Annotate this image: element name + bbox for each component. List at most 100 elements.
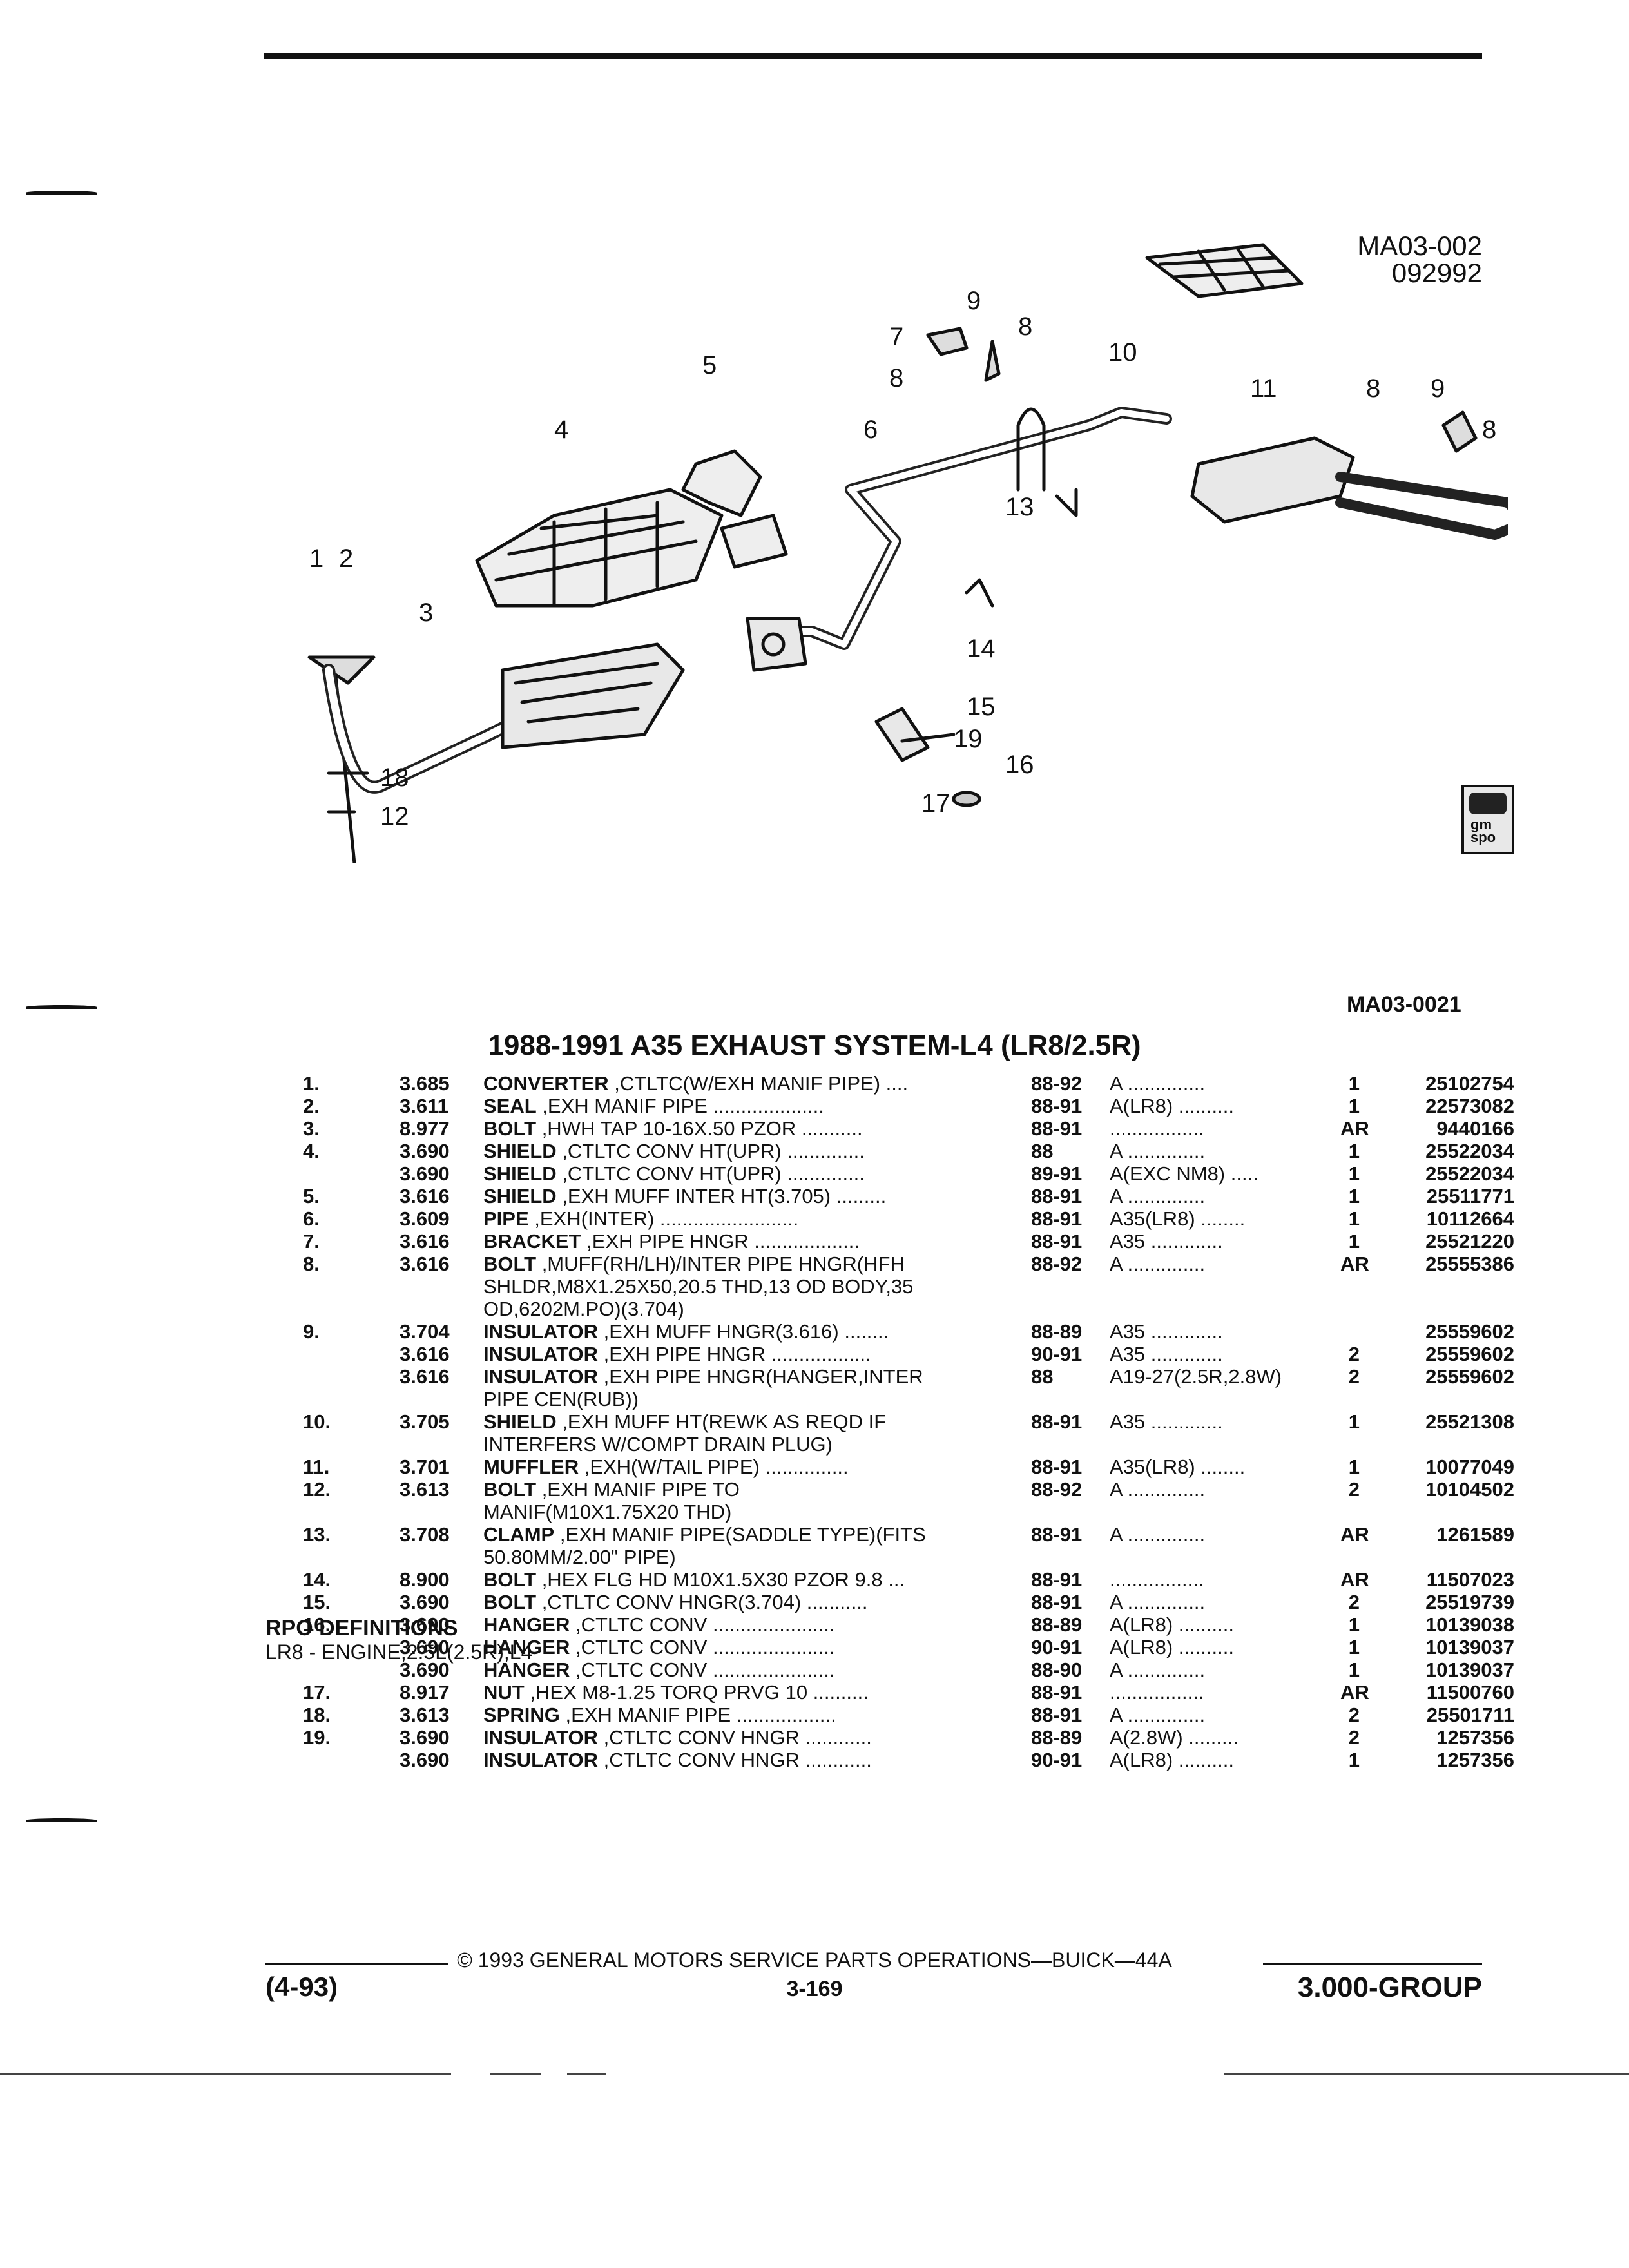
part-detail: ,EXH(W/TAIL PIPE) ...............: [579, 1456, 849, 1478]
part-number: 10139037: [1425, 1658, 1514, 1681]
quantity: 1: [1348, 1095, 1360, 1117]
part-detail: ,EXH MANIF PIPE(SADDLE TYPE)(FITS: [554, 1523, 926, 1546]
section-number: 3.690: [400, 1726, 450, 1749]
part-description: BOLT ,CTLTC CONV HNGR(3.704) ...........: [483, 1591, 868, 1613]
part-number: 25559602: [1425, 1343, 1514, 1365]
part-number: 10139038: [1425, 1613, 1514, 1636]
table-row: MANIF(M10X1.75X20 THD): [296, 1501, 1521, 1523]
application: A35(LR8) ........: [1110, 1207, 1246, 1230]
model-years: 88-91: [1031, 1117, 1083, 1140]
application: A ..............: [1110, 1658, 1206, 1681]
diagram-ref-code: MA03-002: [1357, 231, 1482, 261]
item-number: 18.: [303, 1704, 331, 1726]
bottom-dash: [1224, 2073, 1629, 2075]
part-number: 1257356: [1436, 1726, 1514, 1749]
part-name: HANGER: [483, 1658, 570, 1681]
item-number: 11.: [303, 1456, 330, 1478]
part-detail: ,EXH MUFF HNGR(3.616) ........: [597, 1320, 889, 1343]
section-number: 3.616: [400, 1365, 450, 1388]
section-number: 3.690: [400, 1613, 450, 1636]
part-detail: SHLDR,M8X1.25X50,20.5 THD,13 OD BODY,35: [483, 1275, 914, 1298]
callout-8: 8: [889, 364, 903, 392]
part-number: 10104502: [1425, 1478, 1514, 1501]
quantity: 2: [1348, 1365, 1360, 1388]
application: A ..............: [1110, 1591, 1206, 1613]
quantity: 2: [1348, 1343, 1360, 1365]
copyright-text: © 1993 GENERAL MOTORS SERVICE PARTS OPER…: [448, 1948, 1181, 1972]
section-number: 3.613: [400, 1478, 450, 1501]
section-number: 3.609: [400, 1207, 450, 1230]
section-number: 3.616: [400, 1343, 450, 1365]
part-name: SPRING: [483, 1704, 560, 1726]
quantity: 1: [1348, 1207, 1360, 1230]
item-number: 16.: [303, 1613, 331, 1636]
application: A(2.8W) .........: [1110, 1726, 1239, 1749]
part-name: INSULATOR: [483, 1320, 598, 1343]
quantity: AR: [1340, 1253, 1369, 1275]
part-description: HANGER ,CTLTC CONV .....................…: [483, 1636, 834, 1658]
callout-4: 4: [554, 416, 568, 444]
part-name: NUT: [483, 1681, 525, 1704]
part-description: HANGER ,CTLTC CONV .....................…: [483, 1613, 834, 1636]
copyright-line: © 1993 GENERAL MOTORS SERVICE PARTS OPER…: [0, 1948, 1629, 1972]
application: A35 .............: [1110, 1343, 1223, 1365]
callout-16: 16: [1005, 751, 1034, 779]
part-detail: ,CTLTC CONV HNGR ............: [597, 1726, 872, 1749]
item-number: 6.: [303, 1207, 320, 1230]
section-number: 3.690: [400, 1636, 450, 1658]
model-years: 88-91: [1031, 1095, 1083, 1117]
quantity: 1: [1348, 1613, 1360, 1636]
part-number: 25555386: [1425, 1253, 1514, 1275]
part-number: 1261589: [1436, 1523, 1514, 1546]
part-description: HANGER ,CTLTC CONV .....................…: [483, 1658, 834, 1681]
quantity: 1: [1348, 1230, 1360, 1253]
section-number: 3.690: [400, 1162, 450, 1185]
bottom-dash: [490, 2073, 541, 2075]
part-name: CLAMP: [483, 1523, 555, 1546]
application: A35 .............: [1110, 1410, 1223, 1433]
part-name: SHIELD: [483, 1140, 557, 1162]
bottom-dash: [567, 2073, 606, 2075]
part-number: 10139037: [1425, 1636, 1514, 1658]
top-rule: [264, 53, 1482, 59]
part-detail: ,EXH MANIF PIPE ....................: [536, 1095, 824, 1117]
part-number: 25511771: [1426, 1185, 1514, 1207]
callout-7: 7: [889, 323, 903, 351]
application: .................: [1110, 1681, 1204, 1704]
part-detail: ,CTLTC CONV ......................: [570, 1613, 835, 1636]
part-number: 11507023: [1426, 1568, 1514, 1591]
part-description: INSULATOR ,EXH PIPE HNGR ...............…: [483, 1343, 871, 1365]
quantity: 2: [1348, 1591, 1360, 1613]
part-number: 1257356: [1436, 1749, 1514, 1771]
part-name: INSULATOR: [483, 1749, 598, 1771]
part-name: BOLT: [483, 1568, 537, 1591]
callout-1: 1: [309, 544, 323, 573]
section-number: 3.613: [400, 1704, 450, 1726]
part-number: 25559602: [1425, 1365, 1514, 1388]
part-description: MANIF(M10X1.75X20 THD): [483, 1501, 731, 1523]
model-years: 88-92: [1031, 1478, 1083, 1501]
application: A ..............: [1110, 1185, 1206, 1207]
model-years: 88-91: [1031, 1185, 1083, 1207]
margin-mark: [26, 1005, 97, 1009]
model-years: 90-91: [1031, 1749, 1083, 1771]
part-detail: PIPE CEN(RUB)): [483, 1388, 639, 1410]
part-number: 25501711: [1426, 1704, 1514, 1726]
quantity: 2: [1348, 1726, 1360, 1749]
application: A(EXC NM8) .....: [1110, 1162, 1258, 1185]
gm-spo-logo: gm spo: [1461, 785, 1514, 854]
callout-3: 3: [419, 599, 433, 627]
rpo-title: RPO DEFINITIONS: [265, 1616, 458, 1640]
quantity: AR: [1340, 1523, 1369, 1546]
callout-15: 15: [967, 693, 996, 721]
part-detail: ,CTLTC CONV ......................: [570, 1658, 835, 1681]
rpo-definition: LR8 - ENGINE,2.5L(2.5R),L4: [265, 1640, 533, 1664]
